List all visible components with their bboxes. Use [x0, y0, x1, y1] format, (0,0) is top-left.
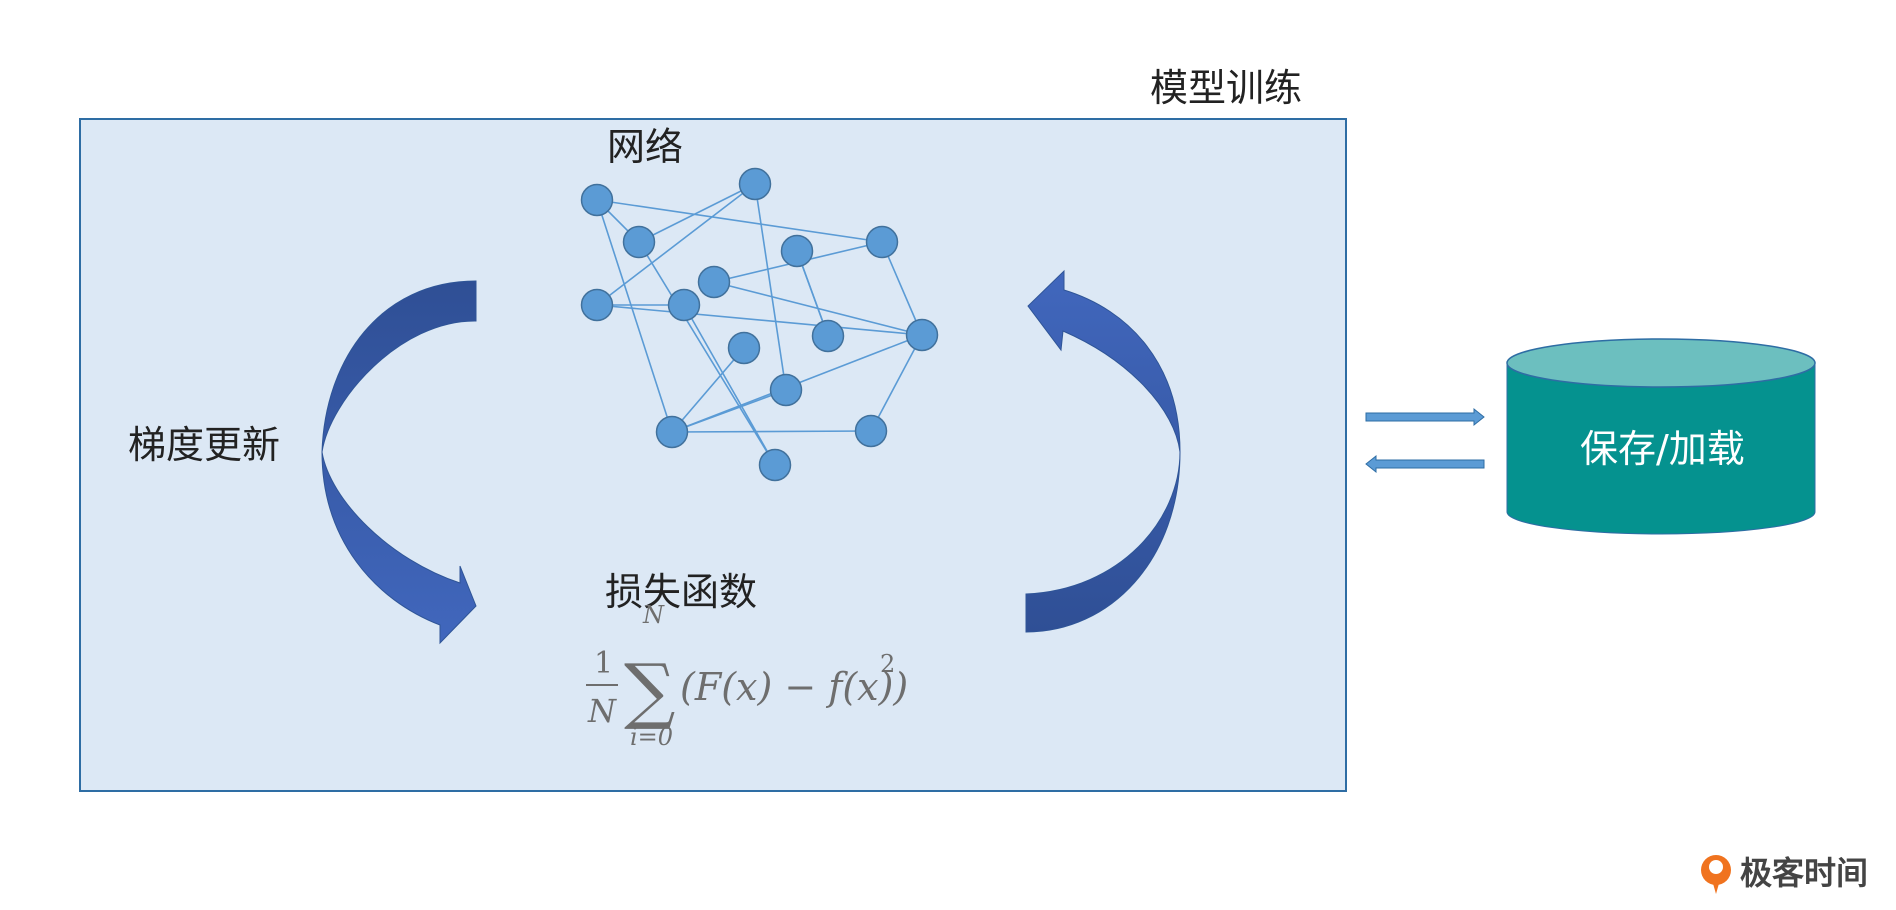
transfer-arrows: [1365, 407, 1485, 474]
network-node: [697, 265, 731, 299]
network-node: [769, 373, 803, 407]
cylinder-top: [1506, 338, 1816, 388]
network-label: 网络: [607, 125, 683, 169]
loss-label: 损失函数: [605, 570, 757, 614]
network-node: [854, 414, 888, 448]
network-node: [780, 234, 814, 268]
brand-logo: 极客时间: [1701, 854, 1868, 894]
network-node: [905, 318, 939, 352]
network-edge: [596, 199, 673, 433]
formula-sum-lower: i=0: [630, 723, 673, 751]
formula-numerator: 1: [594, 646, 613, 681]
formula-denominator: N: [587, 692, 617, 730]
loss-backprop-arrow: [1025, 269, 1181, 633]
network-edge: [671, 430, 872, 433]
formula-sum-upper: N: [642, 601, 665, 629]
brand-name: 极客时间: [1740, 854, 1868, 892]
storage-cylinder: 保存/加载: [1506, 338, 1816, 535]
network-edge: [596, 199, 883, 243]
network-edge: [596, 183, 756, 306]
arrow-from-storage: [1365, 454, 1485, 474]
network-edge: [671, 389, 787, 433]
network-node: [580, 288, 614, 322]
gradient-label: 梯度更新: [128, 423, 280, 467]
arrow-to-storage: [1365, 407, 1485, 427]
loss-formula: 1 N N ∑ i=0 (F(x) − f(x)) 2: [586, 601, 908, 751]
network-nodes: [580, 167, 939, 482]
gradient-update-arrow: [321, 280, 477, 645]
storage-label: 保存/加载: [1580, 427, 1745, 471]
network-node: [622, 225, 656, 259]
network-node: [865, 225, 899, 259]
network-edge: [671, 347, 745, 433]
network-node: [667, 288, 701, 322]
network-graph: [580, 167, 939, 482]
cylinder-body: [1506, 364, 1816, 535]
network-node: [758, 448, 792, 482]
network-node: [655, 415, 689, 449]
formula-body: (F(x) − f(x)): [680, 665, 908, 709]
network-edge: [596, 304, 923, 336]
formula-exponent: 2: [880, 650, 895, 678]
brand-icon: [1701, 855, 1731, 894]
sigma-symbol: ∑: [624, 648, 675, 732]
network-node: [580, 183, 614, 217]
network-edge: [638, 241, 776, 466]
network-edge: [754, 183, 787, 391]
network-edge: [638, 183, 756, 243]
network-node: [727, 331, 761, 365]
network-edge: [870, 334, 923, 432]
network-edge: [683, 304, 776, 466]
network-node: [811, 319, 845, 353]
network-node: [738, 167, 772, 201]
network-edge: [881, 241, 923, 336]
training-panel: [79, 118, 1347, 792]
training-title: 模型训练: [1150, 66, 1302, 110]
